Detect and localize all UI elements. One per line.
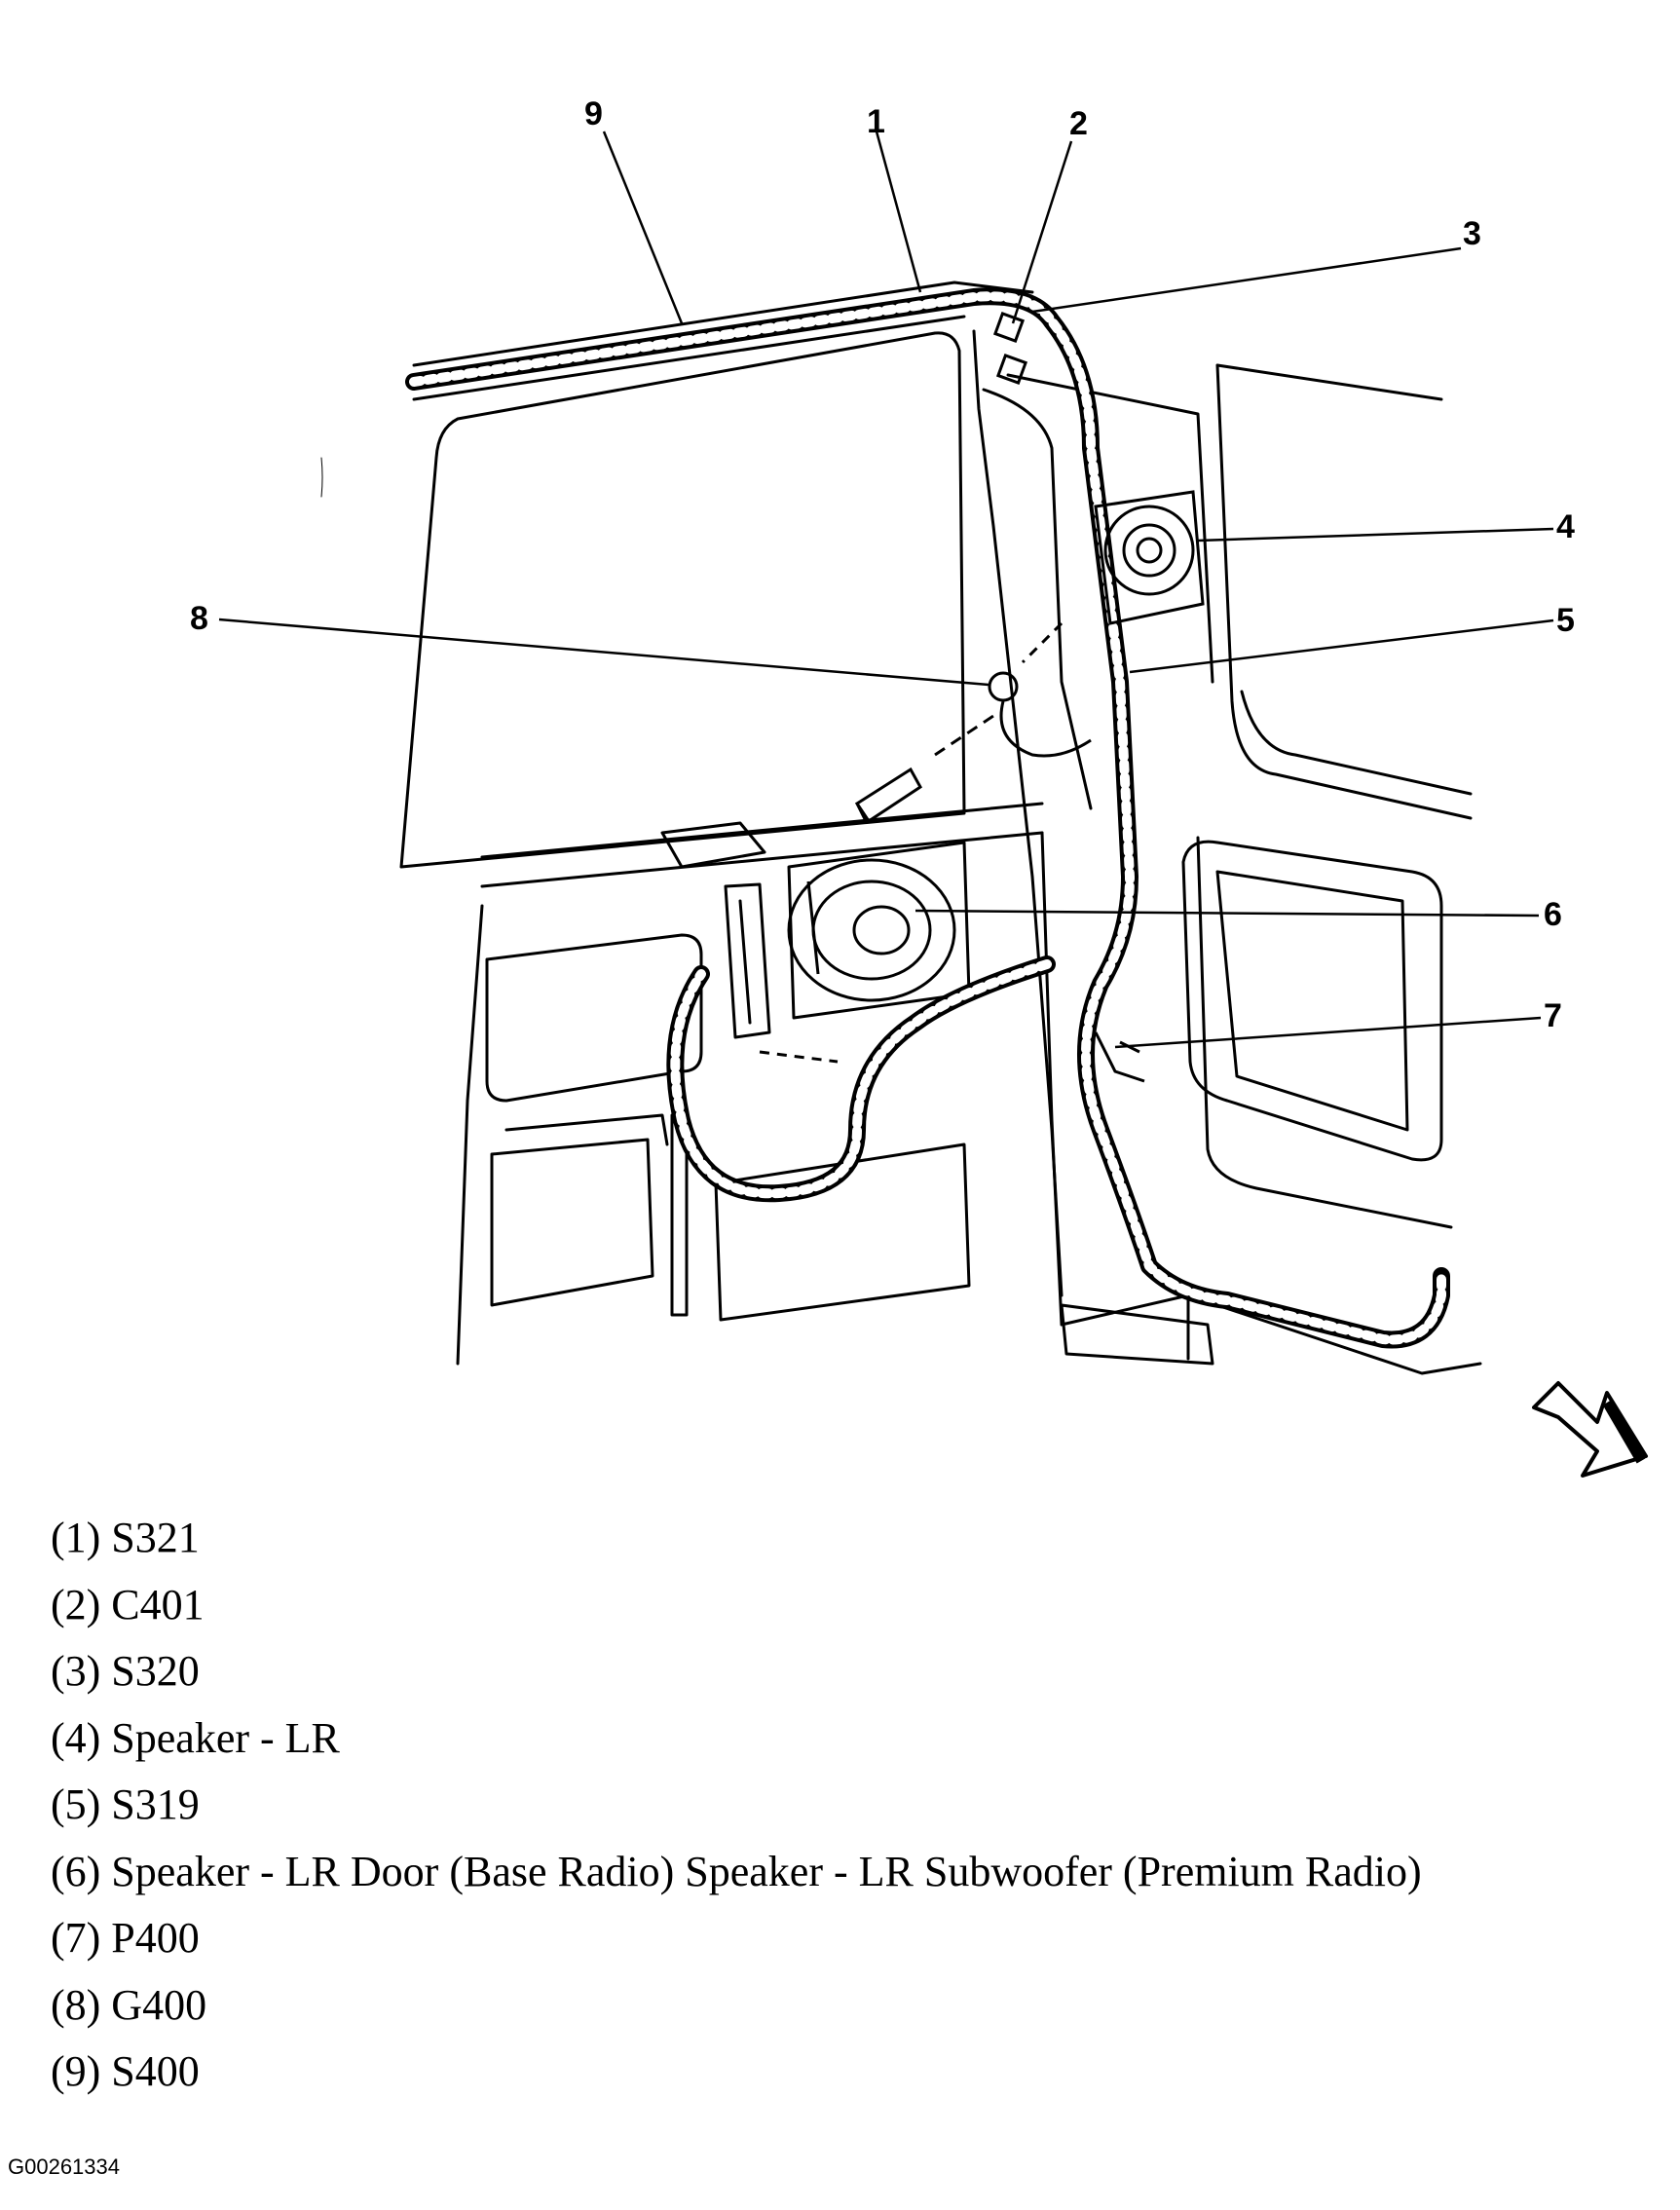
leader-8	[218, 618, 989, 687]
leader-6	[915, 909, 1540, 918]
speaker-pocket	[787, 841, 971, 1020]
legend-list: (1) S321 (2) C401 (3) S320 (4) Speaker -…	[51, 1505, 1422, 2106]
wiring-diagram	[218, 131, 1648, 1478]
legend-item: (7) P400	[51, 1914, 200, 1962]
speaker-lr-door	[787, 858, 956, 1002]
leader-3	[1031, 246, 1462, 314]
leader-2	[1011, 140, 1073, 324]
legend-item: (2) C401	[51, 1580, 205, 1629]
lower-panel-left	[485, 933, 703, 1103]
leader-9	[602, 131, 684, 324]
callout-5: 5	[1556, 602, 1575, 639]
callout-8: 8	[190, 600, 208, 637]
bracket	[660, 821, 766, 869]
floor-panel	[456, 904, 484, 1366]
callout-6: 6	[1544, 896, 1562, 933]
quarter-panel	[1215, 363, 1443, 401]
speaker-lr-bracket	[1094, 490, 1205, 625]
c401-connector	[992, 311, 1026, 344]
legend-item: (3) S320	[51, 1647, 200, 1695]
legend-item: (4) Speaker - LR	[51, 1713, 340, 1762]
legend-item: (6) Speaker - LR Door (Base Radio) Speak…	[51, 1847, 1422, 1895]
callout-1: 1	[867, 103, 885, 140]
callout-9: 9	[584, 95, 603, 132]
leader-5	[1129, 618, 1554, 674]
callout-7: 7	[1544, 997, 1562, 1034]
speaker-lr	[1103, 505, 1195, 596]
legend-item: (5) S319	[51, 1780, 200, 1828]
leader-4	[1197, 527, 1554, 543]
g400-ground	[988, 671, 1019, 702]
side-window	[1181, 840, 1443, 1162]
legend-item: (8) G400	[51, 1980, 207, 2029]
ground-bolt	[854, 767, 922, 824]
body-pillar	[972, 329, 1064, 1297]
legend-item: (1) S321	[51, 1514, 200, 1561]
callout-3: 3	[1463, 215, 1481, 252]
figure-id: G00261334	[8, 2154, 120, 2179]
leader-7	[1114, 1016, 1542, 1049]
legend-item: (9) S400	[51, 2047, 200, 2095]
callout-4: 4	[1556, 508, 1575, 545]
rear-window	[399, 331, 966, 869]
leader-1	[875, 131, 922, 293]
callout-2: 2	[1069, 105, 1088, 142]
arrow-icon	[1532, 1381, 1648, 1478]
